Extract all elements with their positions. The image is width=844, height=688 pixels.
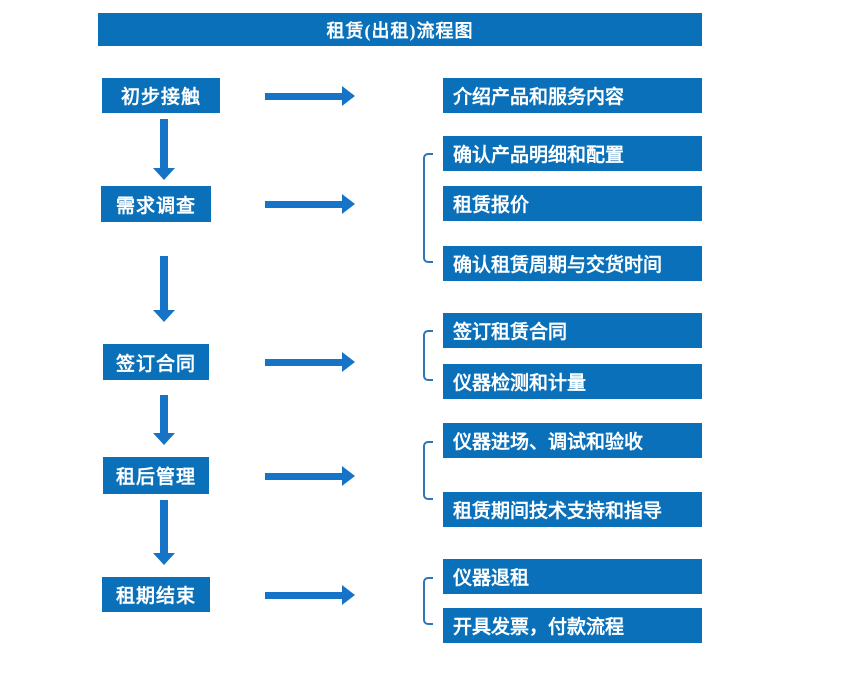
arrow-head [342, 86, 355, 106]
detail-box-technical-support: 租赁期间技术支持和指导 [443, 492, 702, 527]
arrow-shaft [160, 256, 168, 310]
arrow-shaft [160, 395, 168, 433]
step-box-contract-signing: 签订合同 [103, 344, 209, 380]
group-bracket-icon [423, 330, 433, 381]
detail-box-instrument-arrival-acceptance: 仪器进场、调试和验收 [443, 423, 702, 458]
arrow-head [342, 585, 355, 605]
arrow-right-icon [265, 585, 355, 605]
detail-box-invoice-payment: 开具发票，付款流程 [443, 608, 702, 643]
detail-box-introduce-products: 介绍产品和服务内容 [443, 78, 702, 113]
group-bracket-icon [423, 153, 433, 263]
group-bracket-icon [423, 441, 433, 500]
step-box-initial-contact: 初步接触 [102, 78, 220, 113]
arrow-shaft [160, 500, 168, 553]
detail-box-instrument-return: 仪器退租 [443, 559, 702, 594]
arrow-shaft [265, 591, 342, 599]
arrow-head [153, 310, 175, 322]
arrow-head [153, 433, 175, 445]
arrow-head [342, 466, 355, 486]
arrow-down-icon [153, 395, 175, 445]
detail-box-rental-quote: 租赁报价 [443, 186, 702, 221]
arrow-right-icon [265, 86, 355, 106]
arrow-shaft [265, 472, 342, 480]
arrow-shaft [265, 358, 342, 366]
detail-box-sign-rental-contract: 签订租赁合同 [443, 313, 702, 348]
arrow-shaft [160, 119, 168, 168]
arrow-down-icon [153, 119, 175, 180]
arrow-down-icon [153, 256, 175, 322]
arrow-head [342, 352, 355, 372]
arrow-head [153, 168, 175, 180]
step-box-demand-survey: 需求调查 [101, 186, 211, 222]
step-box-post-rental-management: 租后管理 [103, 457, 209, 494]
arrow-shaft [265, 200, 342, 208]
arrow-shaft [265, 92, 342, 100]
arrow-right-icon [265, 194, 355, 214]
group-bracket-icon [423, 577, 433, 625]
step-box-rental-end: 租期结束 [102, 577, 210, 612]
arrow-right-icon [265, 466, 355, 486]
arrow-right-icon [265, 352, 355, 372]
diagram-title: 租赁(出租)流程图 [98, 13, 702, 46]
arrow-head [153, 553, 175, 565]
detail-box-confirm-period-delivery: 确认租赁周期与交货时间 [443, 246, 702, 281]
arrow-down-icon [153, 500, 175, 565]
detail-box-instrument-inspection: 仪器检测和计量 [443, 364, 702, 399]
arrow-head [342, 194, 355, 214]
detail-box-confirm-product-details: 确认产品明细和配置 [443, 136, 702, 171]
